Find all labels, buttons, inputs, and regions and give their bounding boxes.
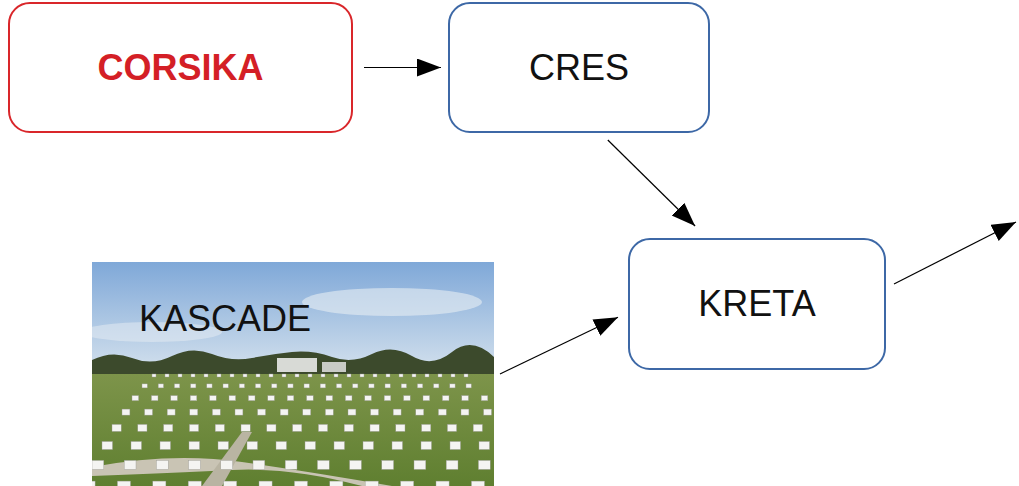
process-box: KRETA [628, 238, 886, 370]
node-label: KASCADE [139, 298, 311, 339]
process-box: CRES [448, 2, 710, 133]
flow-arrow [364, 67, 441, 68]
node-label: CRES [529, 47, 629, 88]
site-photo [92, 262, 494, 486]
flow-arrow [500, 317, 618, 374]
flow-arrow [608, 140, 695, 226]
source-box: CORSIKA [8, 2, 353, 133]
photo-box: KASCADE [92, 262, 494, 486]
node-label: KRETA [698, 283, 815, 324]
exit-arrow [894, 222, 1016, 284]
node-label: CORSIKA [97, 47, 263, 88]
